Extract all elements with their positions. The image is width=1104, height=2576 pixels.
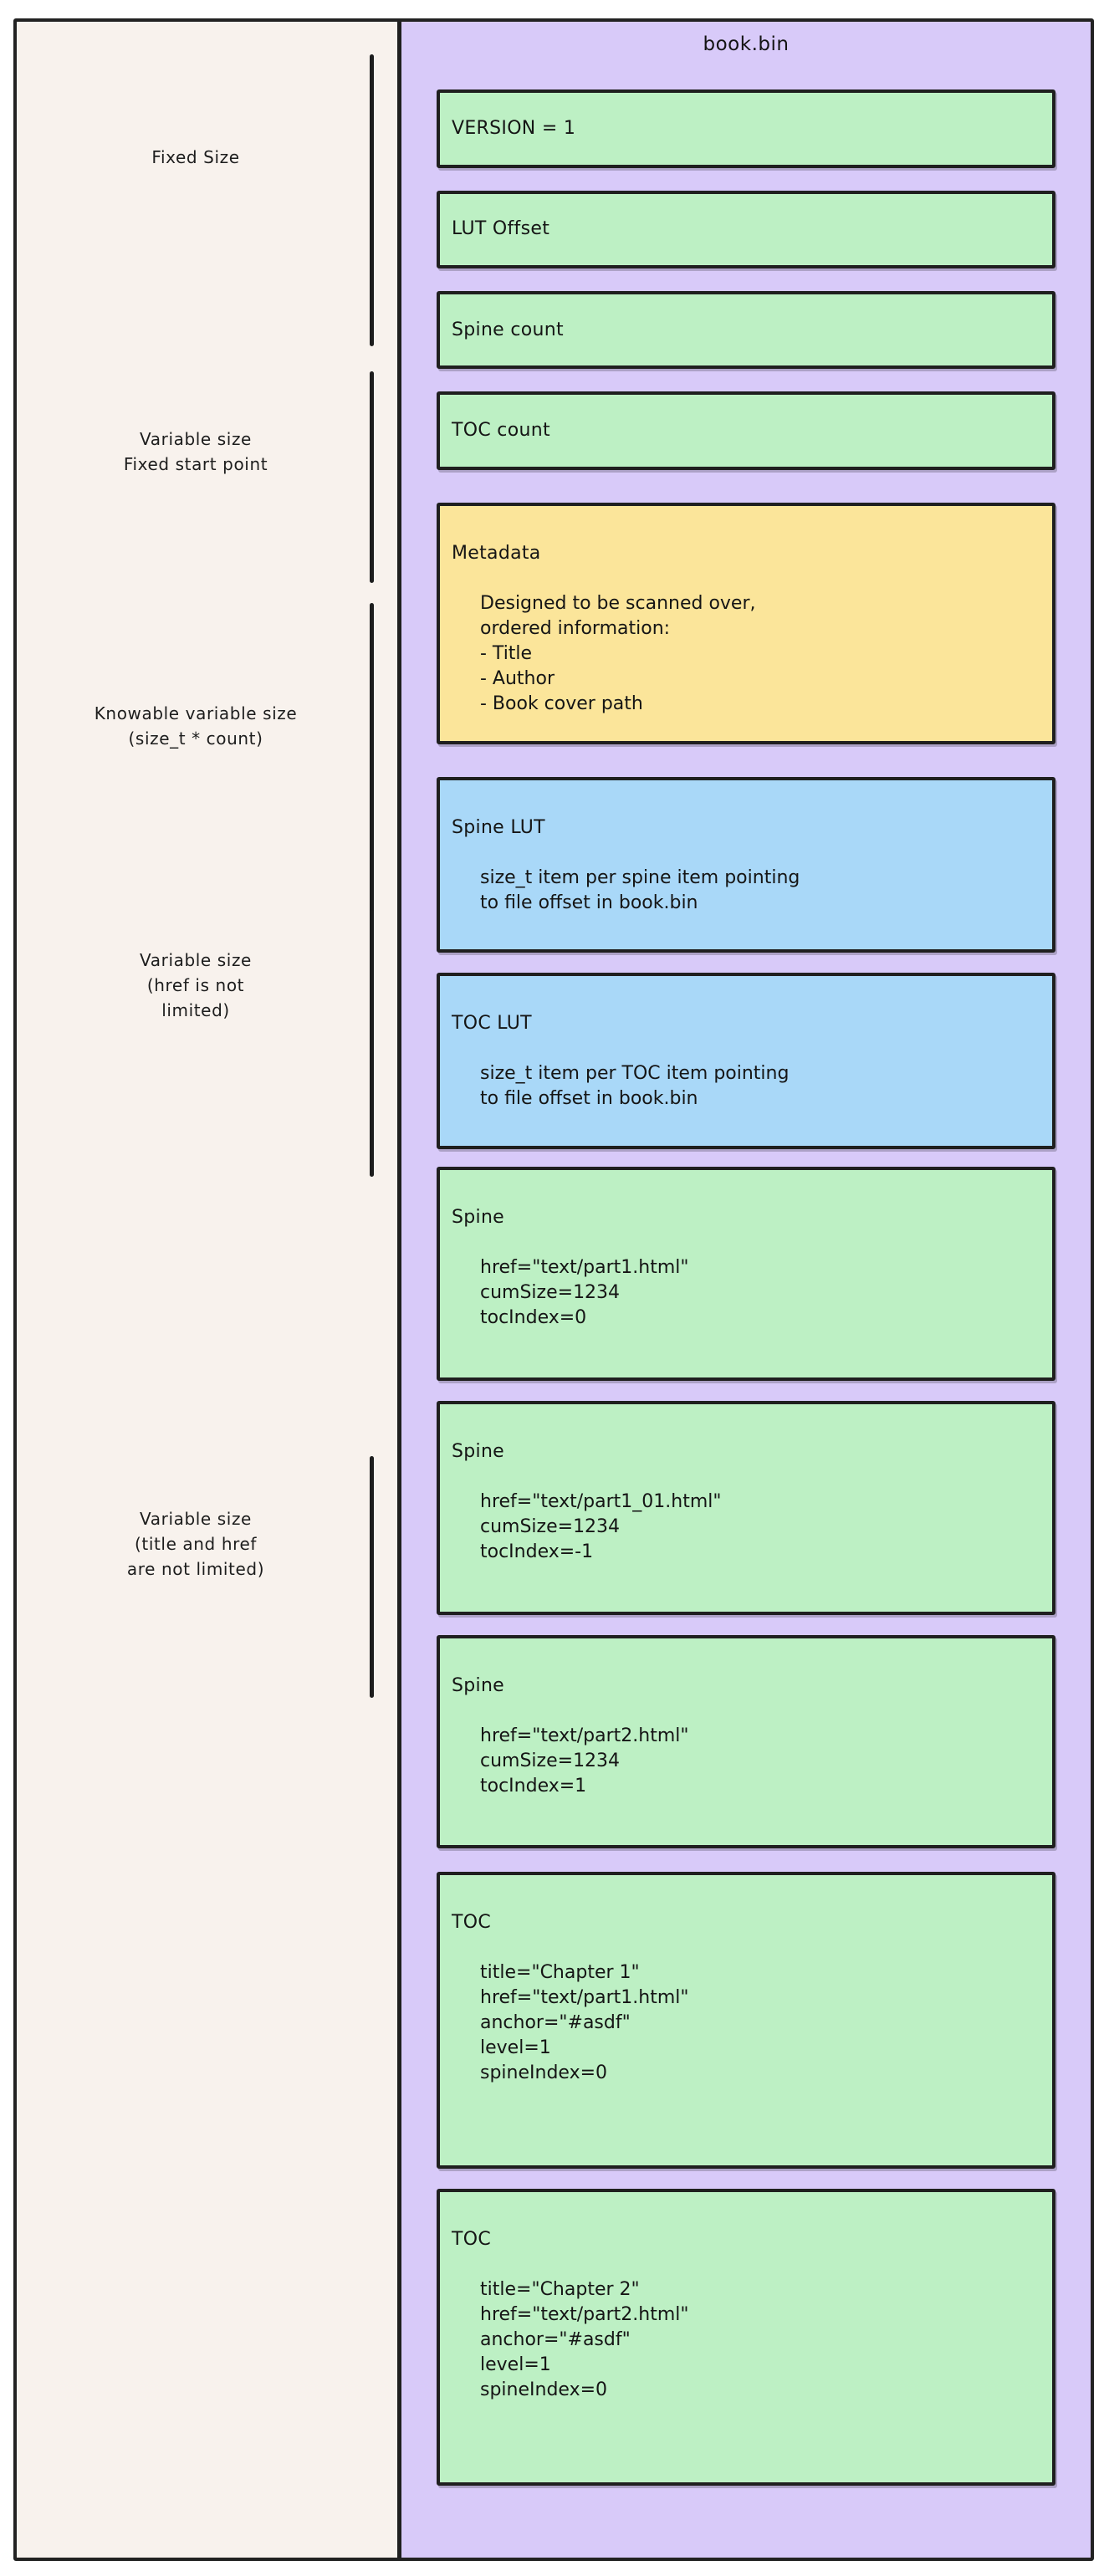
group-label-variable-fixed-start: Variable size Fixed start point xyxy=(123,429,268,475)
record-head: TOC xyxy=(452,2228,492,2250)
record-head: Spine count xyxy=(452,319,564,340)
group-label-fixed-size: Fixed Size xyxy=(151,147,240,168)
record-head: Spine LUT xyxy=(452,816,545,838)
record-spine-3[interactable]: Spine href="text/part2.html" cumSize=123… xyxy=(437,1634,1055,1849)
group-bracket-fixed-size xyxy=(370,54,374,347)
diagram-outer-frame: Fixed Size Variable size Fixed start poi… xyxy=(13,18,1094,2561)
record-body: size_t item per spine item pointing to f… xyxy=(480,866,800,913)
record-head: TOC LUT xyxy=(452,1013,532,1035)
record-lut-offset[interactable]: LUT Offset xyxy=(437,190,1055,268)
record-head: VERSION = 1 xyxy=(452,117,576,139)
file-title: book.bin xyxy=(703,33,790,55)
group-bracket-knowable-variable xyxy=(370,603,374,938)
group-label-variable-title-href: Variable size (title and href are not li… xyxy=(126,1509,265,1580)
record-body: size_t item per TOC item pointing to fil… xyxy=(480,1063,790,1110)
record-toc-2[interactable]: TOC title="Chapter 2" href="text/part2.h… xyxy=(437,2188,1055,2486)
record-head: TOC xyxy=(452,1911,492,1933)
record-head: Metadata xyxy=(452,542,541,564)
record-metadata[interactable]: Metadata Designed to be scanned over, or… xyxy=(437,502,1055,744)
record-head: Spine xyxy=(452,1440,505,1462)
record-head: TOC count xyxy=(452,419,550,441)
group-bracket-variable-href xyxy=(370,910,374,1178)
group-label-variable-href: Variable size (href is not limited) xyxy=(140,950,252,1021)
record-body: href="text/part2.html" cumSize=1234 tocI… xyxy=(480,1725,689,1797)
record-body: title="Chapter 1" href="text/part1.html"… xyxy=(480,1961,689,2083)
record-head: Spine xyxy=(452,1674,505,1696)
record-spine-count[interactable]: Spine count xyxy=(437,290,1055,370)
record-body: href="text/part1_01.html" cumSize=1234 t… xyxy=(480,1490,722,1562)
group-label-knowable-variable: Knowable variable size (size_t * count) xyxy=(94,703,298,749)
book-bin-column: book.bin VERSION = 1 LUT Offset Spine co… xyxy=(401,22,1091,2558)
record-spine-2[interactable]: Spine href="text/part1_01.html" cumSize=… xyxy=(437,1400,1055,1615)
record-head: Spine xyxy=(452,1207,505,1229)
record-version[interactable]: VERSION = 1 xyxy=(437,89,1055,168)
record-spine-1[interactable]: Spine href="text/part1.html" cumSize=123… xyxy=(437,1167,1055,1381)
group-bracket-variable-fixed-start xyxy=(370,371,374,583)
record-head: LUT Offset xyxy=(452,218,550,240)
group-bracket-variable-title-href xyxy=(370,1456,374,1698)
record-toc-count[interactable]: TOC count xyxy=(437,391,1055,470)
record-body: href="text/part1.html" cumSize=1234 tocI… xyxy=(480,1257,689,1329)
record-toc-lut[interactable]: TOC LUT size_t item per TOC item pointin… xyxy=(437,973,1055,1149)
record-body: title="Chapter 2" href="text/part2.html"… xyxy=(480,2278,689,2400)
record-spine-lut[interactable]: Spine LUT size_t item per spine item poi… xyxy=(437,776,1055,953)
record-body: Designed to be scanned over, ordered inf… xyxy=(480,592,756,714)
record-toc-1[interactable]: TOC title="Chapter 1" href="text/part1.h… xyxy=(437,1871,1055,2169)
annotation-column: Fixed Size Variable size Fixed start poi… xyxy=(17,22,401,2558)
